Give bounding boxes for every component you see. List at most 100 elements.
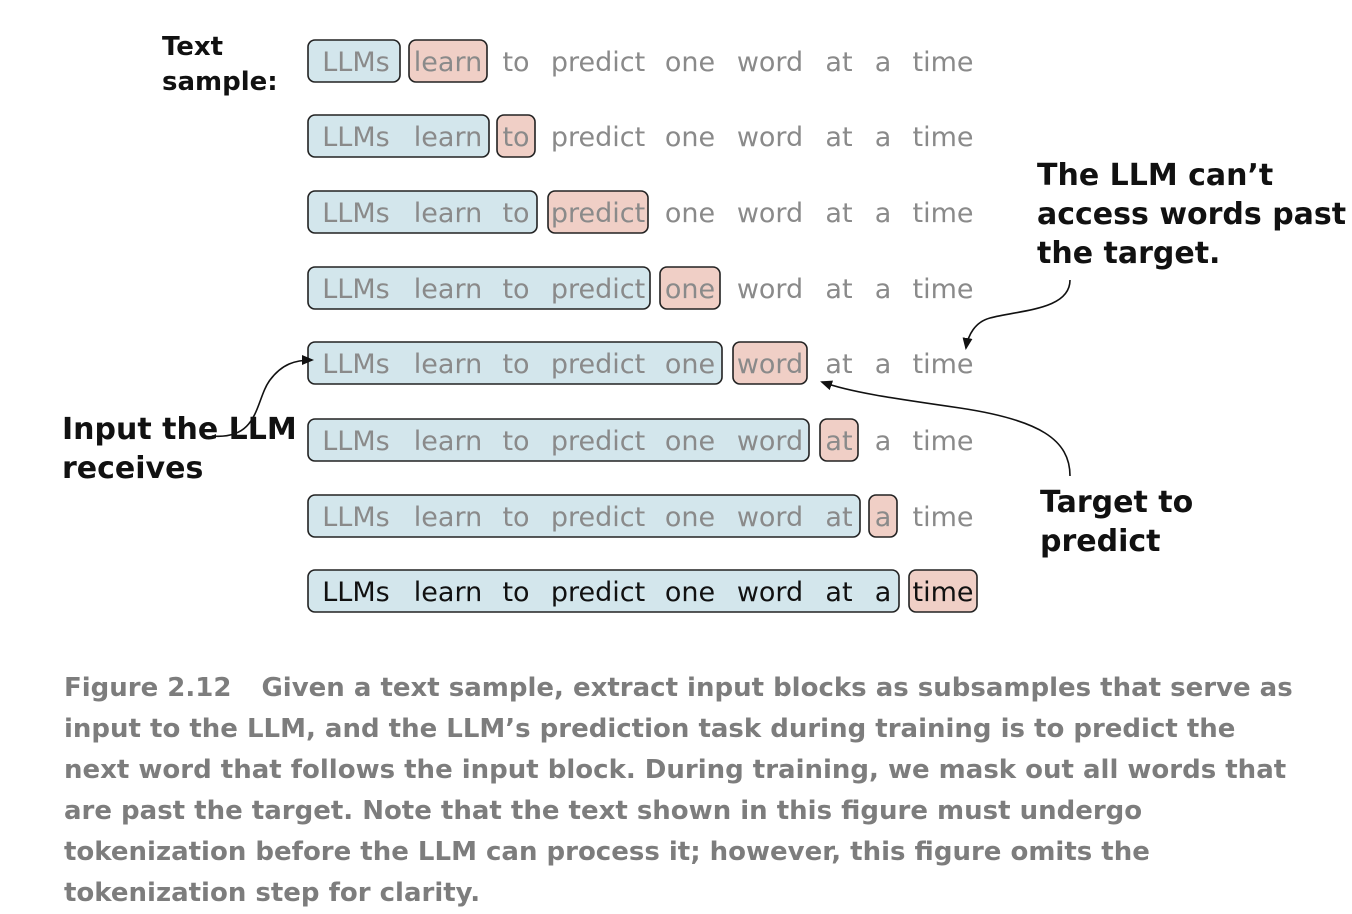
token-word: word bbox=[737, 577, 803, 608]
target-block bbox=[547, 190, 649, 234]
caption-text: Given a text sample, extract input block… bbox=[64, 673, 1293, 908]
token-word: predict bbox=[551, 47, 645, 78]
token-word: to bbox=[502, 502, 529, 533]
token-word: predict bbox=[551, 502, 645, 533]
token-word: at bbox=[825, 47, 852, 78]
token-word: one bbox=[665, 577, 715, 608]
token-word: LLMs bbox=[322, 577, 389, 608]
token-word: one bbox=[665, 47, 715, 78]
input-block bbox=[307, 190, 538, 234]
target-block bbox=[732, 341, 808, 385]
token-word: learn bbox=[414, 426, 482, 457]
past-target-arrow bbox=[962, 279, 1071, 350]
token-word: a bbox=[875, 47, 892, 78]
token-word: predict bbox=[551, 349, 645, 380]
token-word: word bbox=[737, 274, 803, 305]
token-word: a bbox=[875, 349, 892, 380]
token-word: one bbox=[665, 122, 715, 153]
past-target-annotation: The LLM can’t access words past the targ… bbox=[1037, 158, 1347, 271]
token-word: at bbox=[825, 502, 852, 533]
target-arrow bbox=[820, 380, 1071, 477]
token-word: to bbox=[502, 349, 529, 380]
token-word: word bbox=[737, 349, 803, 380]
token-word: time bbox=[912, 502, 973, 533]
token-word: LLMs bbox=[322, 426, 389, 457]
token-word: one bbox=[665, 502, 715, 533]
token-word: predict bbox=[551, 274, 645, 305]
target-block bbox=[908, 569, 978, 613]
token-word: LLMs bbox=[322, 502, 389, 533]
input-annotation: Input the LLM receives bbox=[62, 412, 297, 486]
token-word: learn bbox=[414, 47, 482, 78]
token-word: time bbox=[912, 198, 973, 229]
token-word: at bbox=[825, 122, 852, 153]
target-block bbox=[819, 418, 859, 462]
input-block bbox=[307, 494, 861, 538]
token-word: time bbox=[912, 274, 973, 305]
target-block bbox=[496, 114, 536, 158]
token-word: time bbox=[912, 122, 973, 153]
token-word: LLMs bbox=[322, 349, 389, 380]
target-block bbox=[868, 494, 898, 538]
token-word: word bbox=[737, 198, 803, 229]
token-word: a bbox=[875, 122, 892, 153]
token-word: LLMs bbox=[322, 274, 389, 305]
input-arrow bbox=[211, 355, 314, 437]
token-word: one bbox=[665, 274, 715, 305]
text-sample-label: Text sample: bbox=[162, 32, 278, 97]
target-block bbox=[659, 266, 721, 310]
target-annotation: Target to predict bbox=[1040, 485, 1194, 559]
token-word: predict bbox=[551, 198, 645, 229]
token-word: learn bbox=[414, 502, 482, 533]
token-word: predict bbox=[551, 122, 645, 153]
token-word: learn bbox=[414, 122, 482, 153]
token-word: to bbox=[502, 577, 529, 608]
token-word: to bbox=[502, 47, 529, 78]
token-word: learn bbox=[414, 349, 482, 380]
token-word: at bbox=[825, 349, 852, 380]
input-block bbox=[307, 114, 490, 158]
token-word: a bbox=[875, 426, 892, 457]
input-block bbox=[307, 569, 900, 613]
token-word: to bbox=[502, 198, 529, 229]
token-word: word bbox=[737, 122, 803, 153]
token-word: time bbox=[912, 47, 973, 78]
input-block bbox=[307, 39, 401, 83]
token-word: at bbox=[825, 274, 852, 305]
token-word: LLMs bbox=[322, 47, 389, 78]
token-word: predict bbox=[551, 426, 645, 457]
token-word: a bbox=[875, 274, 892, 305]
token-word: learn bbox=[414, 577, 482, 608]
token-word: word bbox=[737, 47, 803, 78]
token-word: to bbox=[502, 426, 529, 457]
token-word: predict bbox=[551, 577, 645, 608]
input-block bbox=[307, 266, 651, 310]
token-word: LLMs bbox=[322, 198, 389, 229]
token-word: to bbox=[502, 274, 529, 305]
token-word: at bbox=[825, 426, 852, 457]
token-word: learn bbox=[414, 198, 482, 229]
token-word: at bbox=[825, 577, 852, 608]
token-word: a bbox=[875, 502, 892, 533]
token-word: a bbox=[875, 577, 892, 608]
token-word: at bbox=[825, 198, 852, 229]
input-block bbox=[307, 418, 810, 462]
token-word: time bbox=[912, 426, 973, 457]
token-word: time bbox=[912, 577, 973, 608]
token-word: word bbox=[737, 502, 803, 533]
token-word: word bbox=[737, 426, 803, 457]
token-word: one bbox=[665, 426, 715, 457]
token-word: one bbox=[665, 349, 715, 380]
token-word: to bbox=[502, 122, 529, 153]
token-word: learn bbox=[414, 274, 482, 305]
token-word: one bbox=[665, 198, 715, 229]
